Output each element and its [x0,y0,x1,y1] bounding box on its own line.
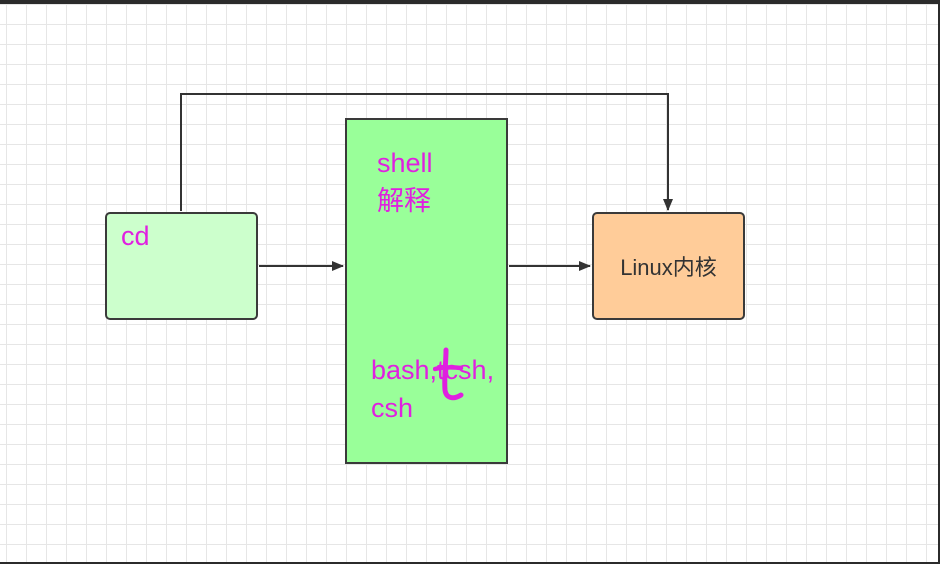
linux-kernel-node[interactable]: Linux内核 [592,212,745,320]
edge-cd-to-kernel[interactable] [180,93,673,211]
cd-node-label: cd [121,221,150,251]
linux-kernel-node-label: Linux内核 [620,255,717,280]
window-top-border [0,0,940,4]
pen-mark-icon [433,347,464,401]
shell-node-shell-list: bash,tcsh, csh [371,355,495,423]
window-right-border [938,0,940,564]
window-bottom-border [0,562,940,564]
shell-node[interactable]: shell 解释 bash,tcsh, csh [345,118,508,464]
shell-node-title: shell 解释 [377,148,433,216]
cd-node[interactable]: cd [105,212,258,320]
